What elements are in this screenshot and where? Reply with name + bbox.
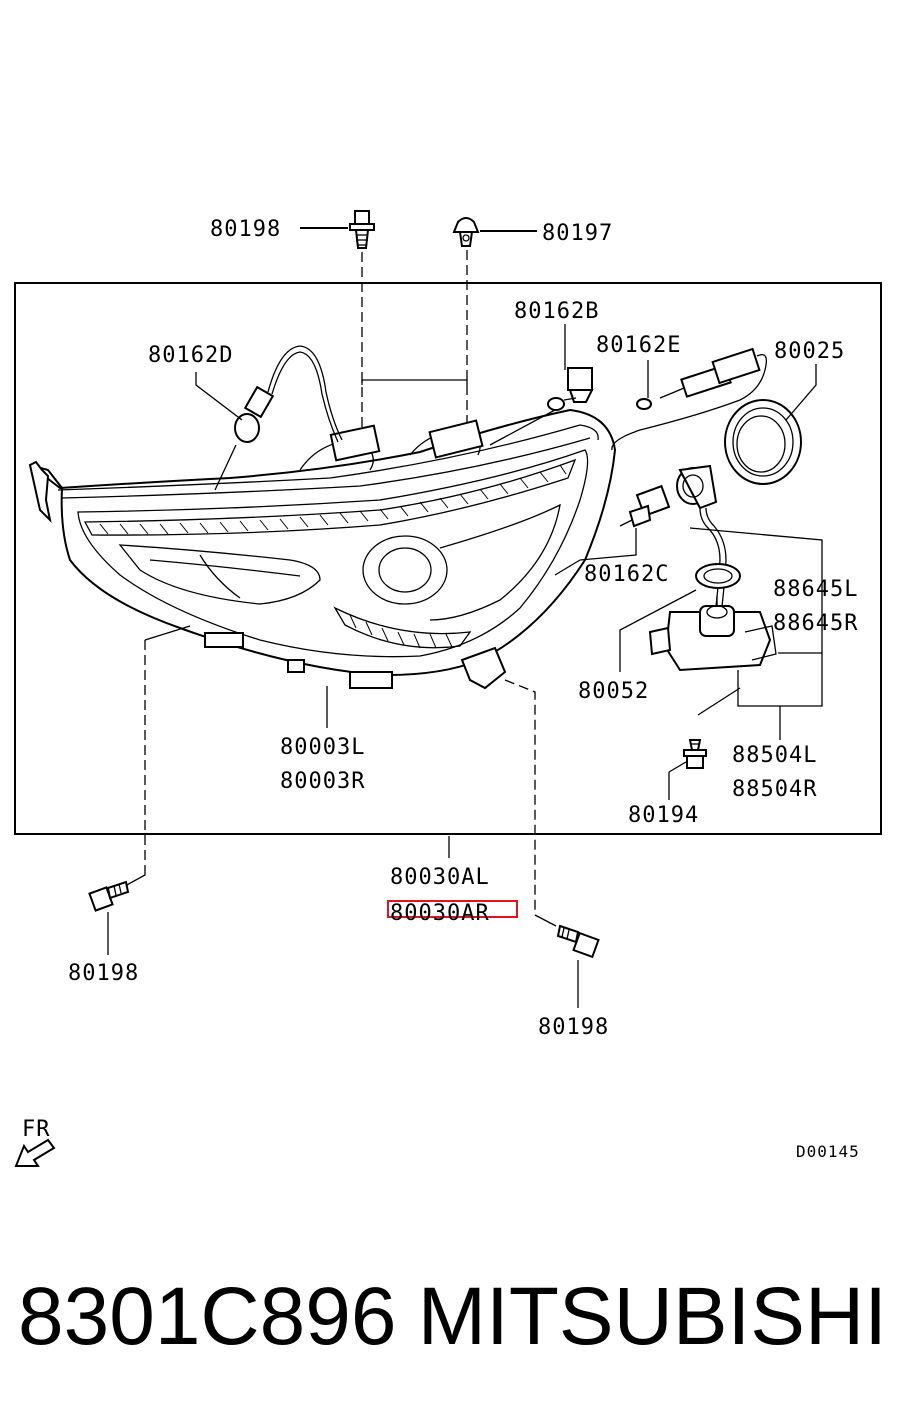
brand-name: MITSUBISHI xyxy=(417,1271,887,1362)
label-88504R: 88504R xyxy=(732,777,817,802)
label-80162C: 80162C xyxy=(584,562,669,587)
cap-ring-icon xyxy=(724,399,802,485)
label-80162D: 80162D xyxy=(148,343,233,368)
clip-icon xyxy=(452,217,480,247)
bulb-b-icon xyxy=(547,367,594,411)
label-80194: 80194 xyxy=(628,803,699,828)
seal-ring-icon xyxy=(695,563,741,589)
diagram-code: D00145 xyxy=(796,1142,860,1161)
label-88504L: 88504L xyxy=(732,743,817,768)
label-80162B: 80162B xyxy=(514,299,599,324)
label-80162E: 80162E xyxy=(596,333,681,358)
bolt-icon xyxy=(349,210,375,249)
bolt-bottom-right-icon xyxy=(556,924,600,959)
label-80198-bottom-right: 80198 xyxy=(538,1015,609,1040)
ballast-icon xyxy=(648,596,777,672)
bulb-c-icon xyxy=(619,484,671,528)
label-80025: 80025 xyxy=(774,339,845,364)
orientation-label: FR xyxy=(22,1117,51,1142)
label-80003R: 80003R xyxy=(280,769,365,794)
bulb-e-icon xyxy=(636,398,652,410)
assembly-frame xyxy=(14,282,882,835)
label-80003L: 80003L xyxy=(280,735,365,760)
front-arrow-icon xyxy=(14,1138,56,1167)
label-88645L: 88645L xyxy=(773,577,858,602)
connector-icon xyxy=(611,347,768,451)
label-80198-top: 80198 xyxy=(210,217,281,242)
label-88645R: 88645R xyxy=(773,611,858,636)
headlamp-assembly xyxy=(28,408,617,690)
footer: 8301C896 MITSUBISHI xyxy=(0,1262,909,1372)
screw-icon xyxy=(683,739,707,769)
highlight-box-80030AR xyxy=(387,900,518,918)
label-80030AR: 80030AR xyxy=(390,901,490,926)
part-number: 8301C896 xyxy=(18,1271,397,1362)
bulb-d-icon xyxy=(234,345,343,443)
label-80052: 80052 xyxy=(578,679,649,704)
bolt-bottom-left-icon xyxy=(88,880,130,912)
label-80197: 80197 xyxy=(542,221,613,246)
label-80030AL: 80030AL xyxy=(390,865,490,890)
label-80198-bottom-left: 80198 xyxy=(68,961,139,986)
